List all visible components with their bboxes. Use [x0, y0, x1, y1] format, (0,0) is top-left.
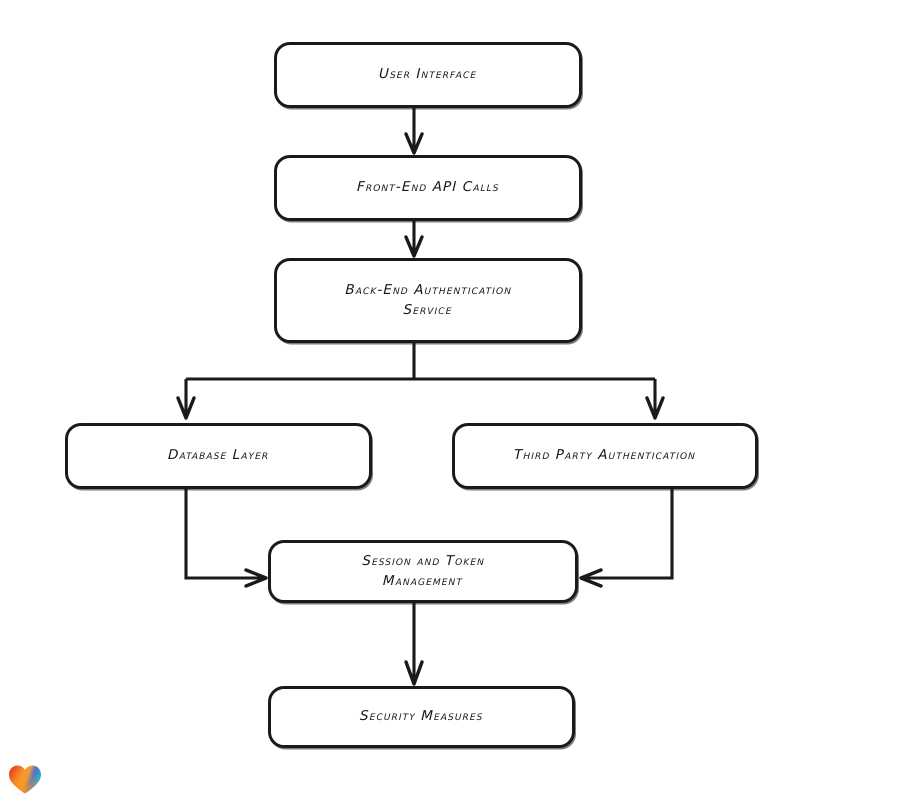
edge-ui-to-frontend [404, 108, 424, 155]
edge-frontend-to-backend [404, 221, 424, 258]
edge-thirdparty-to-session [579, 489, 674, 588]
edge-branch-to-database [176, 379, 196, 420]
heart-icon [9, 765, 41, 794]
node-frontend-api-calls[interactable]: Front-End API Calls [274, 155, 582, 221]
node-backend-authentication-service-label: Back-End Authentication Service [344, 281, 512, 318]
edge-branch-to-thirdparty [645, 379, 665, 420]
node-third-party-authentication[interactable]: Third Party Authentication [452, 423, 758, 489]
node-user-interface-label: User Interface [378, 66, 478, 83]
node-security-measures[interactable]: Security Measures [268, 686, 575, 748]
node-database-layer-label: Database Layer [167, 447, 270, 464]
node-session-and-token-management[interactable]: Session and Token Management [268, 540, 578, 603]
node-third-party-authentication-label: Third Party Authentication [513, 447, 697, 464]
node-session-and-token-management-label: Session and Token Management [361, 552, 485, 589]
edge-session-to-security [404, 603, 424, 686]
node-database-layer[interactable]: Database Layer [65, 423, 372, 489]
node-security-measures-label: Security Measures [359, 708, 484, 725]
node-frontend-api-calls-label: Front-End API Calls [356, 179, 500, 196]
edge-database-to-session [184, 489, 268, 588]
edge-backend-branch-bus [186, 343, 655, 381]
node-backend-authentication-service[interactable]: Back-End Authentication Service [274, 258, 582, 343]
node-user-interface[interactable]: User Interface [274, 42, 582, 108]
